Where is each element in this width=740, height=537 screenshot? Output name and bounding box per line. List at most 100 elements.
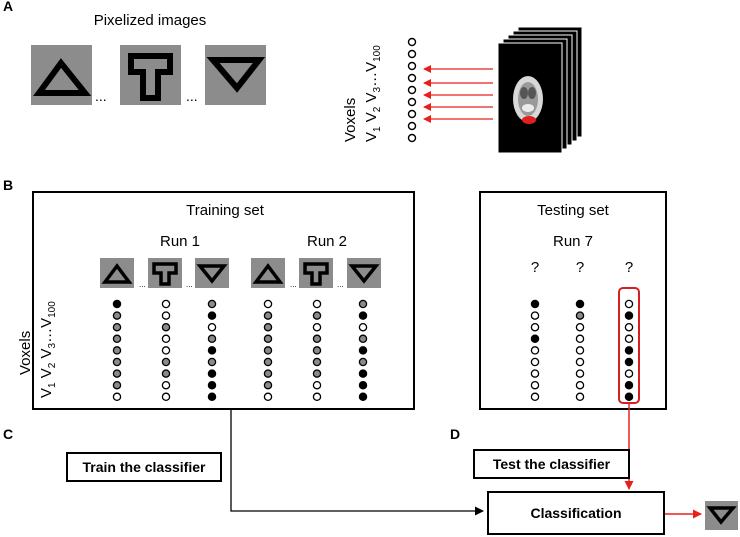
voxel-dot bbox=[263, 322, 273, 332]
testing-set-title: Testing set bbox=[537, 202, 609, 219]
voxel-dot bbox=[112, 334, 122, 344]
voxel-dot bbox=[624, 299, 634, 309]
unknown-label-3: ? bbox=[625, 259, 633, 276]
voxel-dot bbox=[624, 392, 634, 402]
voxel-dot bbox=[207, 311, 217, 320]
voxel-dot bbox=[207, 369, 217, 378]
voxel-dot bbox=[358, 346, 368, 355]
voxel-dot bbox=[575, 346, 585, 355]
voxel-dot bbox=[112, 380, 122, 390]
voxel-dot bbox=[624, 334, 634, 344]
training-image-6-triangle-down bbox=[347, 258, 381, 288]
voxel-dot bbox=[530, 322, 540, 332]
voxel-dot bbox=[263, 299, 273, 309]
pixelized-images-title: Pixelized images bbox=[93, 12, 207, 29]
voxel-dot bbox=[358, 369, 368, 378]
voxel-dot bbox=[575, 299, 585, 309]
training-ellipsis-3: ... bbox=[290, 280, 297, 289]
voxel-dot bbox=[161, 369, 171, 378]
voxel-dot bbox=[358, 322, 368, 332]
training-ellipsis-2: ... bbox=[186, 280, 193, 289]
voxel-dot bbox=[530, 357, 540, 367]
voxel-dot bbox=[358, 392, 368, 402]
training-image-1-triangle-up bbox=[100, 258, 134, 288]
voxel-column-a bbox=[407, 37, 417, 143]
train-classifier-box: Train the classifier bbox=[66, 452, 222, 482]
voxel-dot bbox=[530, 392, 540, 402]
red-arrows bbox=[423, 65, 493, 123]
triangle-down-image bbox=[205, 45, 266, 105]
ellipsis-1: ... bbox=[95, 88, 107, 104]
voxel-dot bbox=[624, 311, 634, 320]
voxel-dot bbox=[530, 346, 540, 355]
output-triangle-down-image bbox=[705, 501, 738, 530]
voxel-dot bbox=[624, 357, 634, 367]
voxel-dot bbox=[624, 380, 634, 390]
training-image-3-triangle-down bbox=[195, 258, 229, 288]
voxel-dot bbox=[575, 392, 585, 402]
train-classifier-label: Train the classifier bbox=[82, 459, 206, 475]
training-image-4-triangle-up bbox=[251, 258, 285, 288]
voxel-dot bbox=[207, 357, 217, 367]
voxel-dot bbox=[112, 311, 122, 320]
voxel-dot bbox=[312, 380, 322, 390]
voxel-dot bbox=[575, 369, 585, 378]
voxel-dot bbox=[263, 334, 273, 344]
voxel-dot bbox=[358, 380, 368, 390]
voxel-dot bbox=[358, 357, 368, 367]
panel-letter-b: B bbox=[3, 177, 14, 193]
voxel-dot bbox=[358, 299, 368, 309]
voxel-dot bbox=[530, 380, 540, 390]
voxel-dot bbox=[112, 346, 122, 355]
voxel-dot bbox=[161, 299, 171, 309]
voxel-dot bbox=[312, 392, 322, 402]
voxel-dot bbox=[575, 311, 585, 320]
voxel-dot bbox=[207, 334, 217, 344]
voxel-dot bbox=[530, 369, 540, 378]
voxel-dot bbox=[161, 334, 171, 344]
voxel-dot bbox=[112, 369, 122, 378]
voxel-dot bbox=[263, 369, 273, 378]
voxel-dot bbox=[263, 311, 273, 320]
panel-a-graphics: ... ... bbox=[31, 26, 583, 154]
training-set-title: Training set bbox=[186, 202, 264, 219]
voxel-dot bbox=[312, 357, 322, 367]
training-ellipsis-1: ... bbox=[139, 280, 146, 289]
voxel-dot bbox=[207, 392, 217, 402]
voxel-dot bbox=[358, 311, 368, 320]
voxel-dot bbox=[161, 392, 171, 402]
training-set-box bbox=[32, 191, 415, 410]
voxel-dot bbox=[112, 392, 122, 402]
voxel-dot bbox=[161, 357, 171, 367]
panel-letter-d: D bbox=[450, 426, 461, 442]
voxel-dot bbox=[312, 311, 322, 320]
voxel-dot bbox=[624, 346, 634, 355]
panel-letter-a: A bbox=[3, 0, 14, 14]
ellipsis-2: ... bbox=[186, 88, 198, 104]
voxel-dot bbox=[530, 311, 540, 320]
training-image-2-t-shape bbox=[148, 258, 182, 288]
voxel-dot bbox=[575, 380, 585, 390]
voxel-dot bbox=[312, 369, 322, 378]
panel-letter-c: C bbox=[3, 426, 14, 442]
testing-voxel-columns bbox=[530, 299, 634, 402]
voxel-dot bbox=[575, 357, 585, 367]
train-flow-arrow bbox=[230, 410, 484, 516]
training-voxel-columns bbox=[112, 299, 368, 402]
brain-scan-stack bbox=[497, 26, 583, 154]
voxel-dot bbox=[263, 380, 273, 390]
voxel-dot bbox=[530, 299, 540, 309]
voxel-dot bbox=[112, 322, 122, 332]
voxel-dot bbox=[575, 334, 585, 344]
run-2-label: Run 2 bbox=[306, 233, 348, 250]
voxel-dot bbox=[161, 311, 171, 320]
testing-set-box bbox=[479, 191, 667, 410]
voxel-dot bbox=[624, 369, 634, 378]
voxel-dot bbox=[263, 357, 273, 367]
voxel-dot bbox=[207, 380, 217, 390]
unknown-label-2: ? bbox=[576, 259, 584, 276]
voxel-dot bbox=[207, 346, 217, 355]
voxel-dot bbox=[312, 346, 322, 355]
voxel-dot bbox=[263, 392, 273, 402]
